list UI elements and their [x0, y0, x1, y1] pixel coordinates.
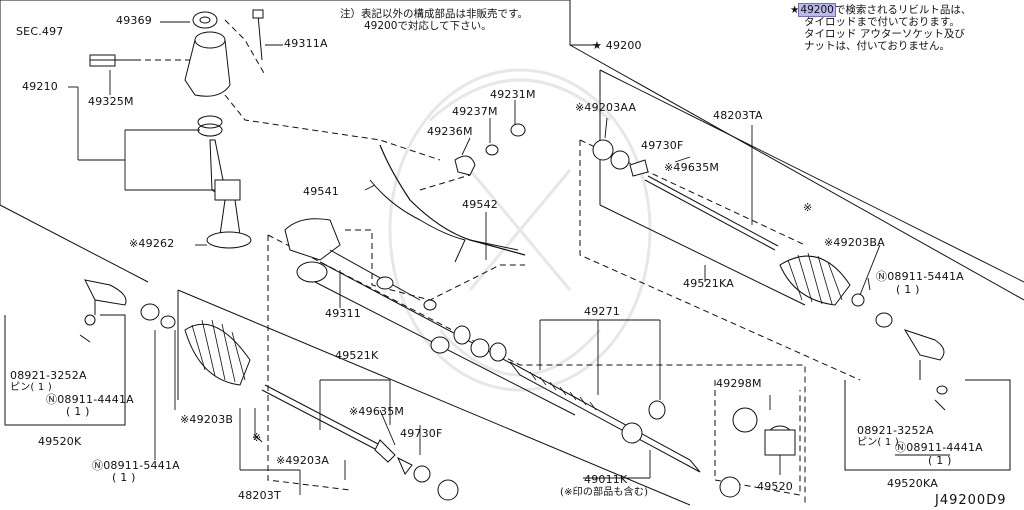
label-49520KA: 49520KA	[887, 477, 938, 490]
label-08911-5441A-right: Ⓝ08911-5441A	[876, 270, 964, 283]
note-top-right-line-2: タイロッドまで付いております。	[804, 16, 960, 28]
label-49203BA: ※49203BA	[824, 236, 885, 249]
label-49325M: 49325M	[88, 95, 134, 108]
label-48203TA: 48203TA	[713, 109, 763, 122]
label-49311A: 49311A	[284, 37, 328, 50]
note-top-right-text-1: で検索されるリビルト品は、	[834, 4, 972, 16]
label-49520: 49520	[757, 480, 793, 493]
label-49730F-left: 49730F	[400, 427, 443, 440]
label-08921-3252A-left: 08921-3252A	[10, 369, 87, 382]
label-49311: 49311	[325, 307, 361, 320]
label-08921-3252A-right: 08921-3252A	[857, 424, 934, 437]
label-49200: ★ 49200	[592, 39, 642, 52]
note-top-right: ★49200で検索されるリビルト品は、 タイロッドまで付いております。 タイロッ…	[790, 3, 972, 52]
label-49231M: 49231M	[490, 88, 536, 101]
note-top-right-mark: ★	[790, 4, 800, 16]
label-08911-5441A-right-qty: ( 1 )	[896, 283, 920, 296]
note-top-center: 注）表記以外の構成部品は非販売です。 49200で対応して下さい。	[340, 8, 528, 32]
label-08911-4441A-left: Ⓝ08911-4441A	[46, 393, 134, 406]
label-49730F-right: 49730F	[641, 139, 684, 152]
label-08911-4441A-right: Ⓝ08911-4441A	[895, 441, 983, 454]
label-48203T: 48203T	[238, 489, 281, 502]
label-49369: 49369	[116, 14, 152, 27]
label-08921-pin-left: ピン( 1 )	[10, 382, 52, 393]
label-49203B: ※49203B	[180, 413, 234, 426]
label-49635M-right: ※49635M	[664, 161, 720, 174]
label-49236M: 49236M	[427, 125, 473, 138]
label-49210: 49210	[22, 80, 58, 93]
label-49298M: 49298M	[716, 377, 762, 390]
label-49203A: ※49203A	[276, 454, 330, 467]
label-49011K-sub: (※印の部品も含む)	[560, 487, 649, 498]
label-49541: 49541	[303, 185, 339, 198]
label-49521K: 49521K	[335, 349, 379, 362]
label-49521KA: 49521KA	[683, 277, 734, 290]
marker-star-left: ※	[252, 431, 262, 444]
note-top-right-line-1: ★49200で検索されるリビルト品は、	[790, 3, 972, 17]
note-top-right-line-3: タイロッド アウターソケット及び	[804, 28, 965, 40]
label-49635M-left: ※49635M	[349, 405, 405, 418]
label-08911-4441A-right-qty: ( 1 )	[928, 454, 952, 467]
diagram-code: J49200D9	[935, 493, 1007, 508]
label-49542: 49542	[462, 198, 498, 211]
label-08921-pin-right: ピン( 1 )	[857, 437, 899, 448]
label-49271: 49271	[584, 305, 620, 318]
label-49203AA: ※49203AA	[575, 101, 637, 114]
label-sec497: SEC.497	[16, 25, 64, 38]
marker-star-right: ※	[803, 201, 813, 214]
note-top-center-line-1: 注）表記以外の構成部品は非販売です。	[340, 8, 528, 20]
label-49520K: 49520K	[38, 435, 82, 448]
highlighted-part-number: 49200	[798, 3, 836, 17]
label-49011K: 49011K	[584, 473, 628, 486]
note-top-right-line-4: ナットは、付いておりません。	[804, 40, 951, 52]
watermark-emblem	[388, 68, 652, 392]
label-49237M: 49237M	[452, 105, 498, 118]
note-top-center-line-2: 49200で対応して下さい。	[364, 20, 492, 32]
label-08911-5441A-left: Ⓝ08911-5441A	[92, 459, 180, 472]
label-49262: ※49262	[129, 237, 175, 250]
label-08911-4441A-left-qty: ( 1 )	[66, 405, 90, 418]
label-08911-5441A-left-qty: ( 1 )	[112, 471, 136, 484]
